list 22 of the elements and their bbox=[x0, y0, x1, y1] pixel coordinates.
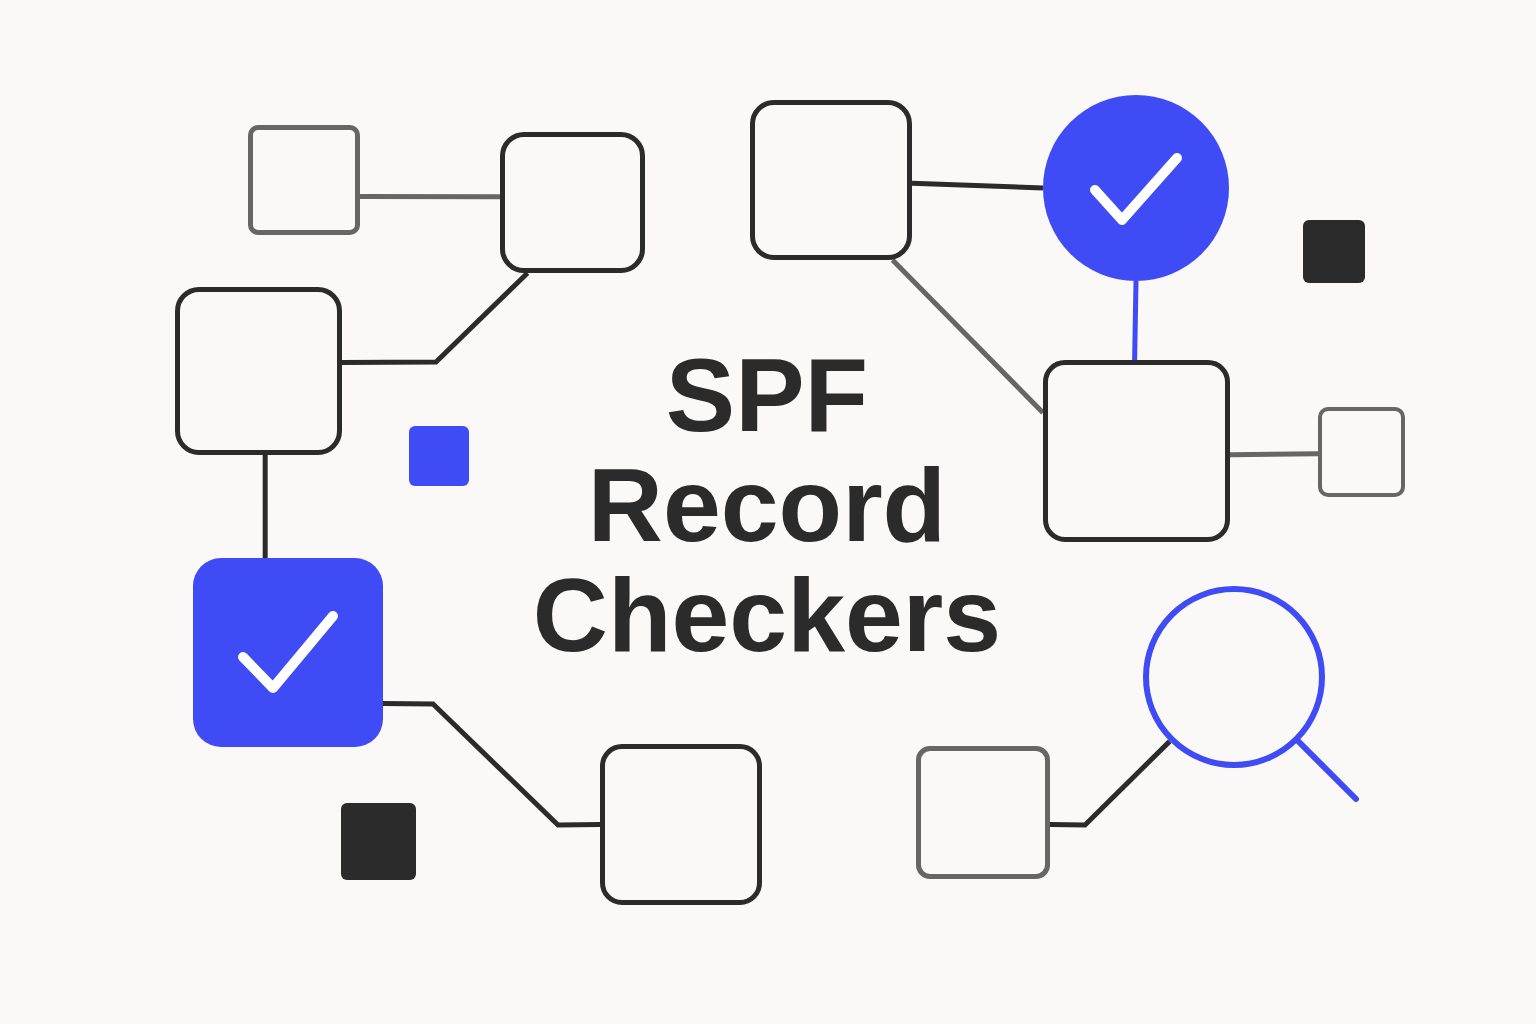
rounded-box bbox=[916, 746, 1050, 879]
connector-line bbox=[360, 194, 500, 200]
title: SPF Record Checkers bbox=[532, 340, 1002, 670]
connector-line bbox=[1049, 739, 1172, 828]
connector-line bbox=[342, 271, 530, 366]
rounded-box bbox=[600, 744, 762, 905]
rounded-box bbox=[500, 132, 645, 273]
square-mark bbox=[341, 803, 416, 880]
rounded-box bbox=[175, 287, 342, 455]
connector-line bbox=[382, 701, 601, 828]
connector-line bbox=[911, 180, 1044, 191]
connector-line bbox=[1229, 451, 1319, 458]
checked-checkbox bbox=[193, 558, 383, 747]
square-mark bbox=[1303, 220, 1365, 283]
connector-line bbox=[262, 455, 268, 558]
connector-line bbox=[890, 258, 1045, 415]
rounded-box bbox=[1318, 407, 1405, 497]
rounded-box bbox=[750, 100, 912, 260]
square-mark bbox=[409, 426, 469, 486]
rounded-box bbox=[248, 125, 360, 235]
rounded-box bbox=[1043, 360, 1230, 542]
connector-line bbox=[1132, 280, 1139, 361]
